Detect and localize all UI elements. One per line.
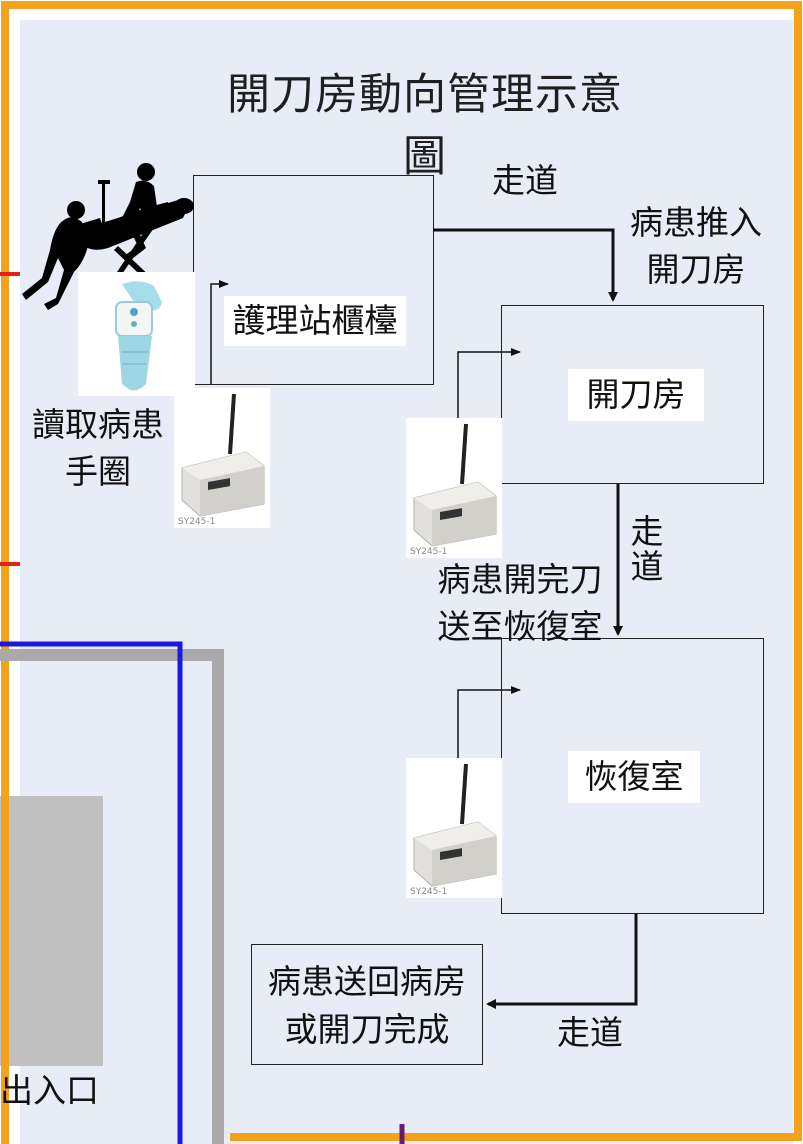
floor-plan-block: [0, 796, 103, 1066]
recovery-room-label: 恢復室: [568, 751, 700, 803]
arrow-to-or: [433, 228, 618, 302]
operating-room-label: 開刀房: [568, 369, 704, 421]
arrow-to-return: [486, 914, 638, 1009]
rfid-reader-icon: SY245-1: [174, 388, 270, 528]
grey-wall: [0, 649, 224, 1144]
corridor-label-1: 走道: [492, 161, 558, 200]
return-box: [251, 944, 483, 1065]
blue-wall: [0, 641, 183, 1144]
push-in-label: 病患推入 開刀房: [630, 203, 762, 289]
signal-arrow-nurse: [210, 280, 229, 385]
after-surgery-label: 病患開完刀 送至恢復室: [437, 560, 603, 646]
return-label: 病患送回病房 或開刀完成: [268, 962, 466, 1049]
wristband-icon: [78, 272, 195, 396]
svg-text:SY245-1: SY245-1: [410, 547, 447, 557]
patient-stretcher-icon: [22, 163, 194, 310]
svg-text:SY245-1: SY245-1: [178, 517, 215, 527]
nurse-station-label: 護理站櫃檯: [224, 296, 406, 346]
corridor-label-3: 走道: [557, 1013, 623, 1052]
entrance-label: 出入口: [0, 1071, 99, 1110]
nurse-station-box: [193, 175, 434, 385]
rfid-reader-icon: SY245-1: [406, 758, 502, 898]
corridor-label-2: 走道: [625, 514, 664, 584]
signal-arrow-or: [457, 348, 521, 420]
svg-text:SY245-1: SY245-1: [410, 887, 447, 897]
diagram-title: 開刀房動向管理示意圖: [227, 70, 623, 182]
read-wristband-label: 讀取病患 手圈: [32, 405, 164, 491]
rfid-reader-icon: SY245-1: [406, 418, 502, 558]
signal-arrow-recovery: [457, 686, 521, 758]
